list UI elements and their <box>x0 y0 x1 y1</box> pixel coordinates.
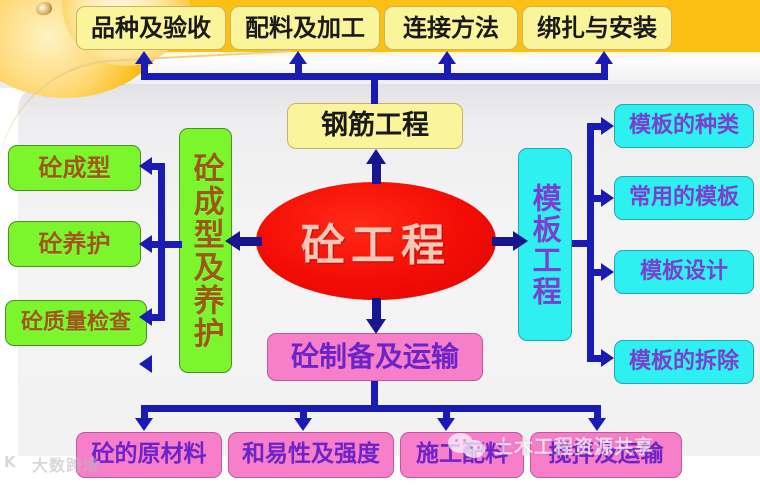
connector-bottom-drop-1 <box>141 405 148 419</box>
node-left-child-1[interactable]: 砼成型 <box>8 145 141 191</box>
arrow-top-4-icon <box>595 51 613 64</box>
connector-center-left <box>238 237 262 246</box>
node-top-hub[interactable]: 钢筋工程 <box>287 103 463 149</box>
node-bottom-hub[interactable]: 砼制备及运输 <box>267 333 483 381</box>
node-left-child-2[interactable]: 砼养护 <box>8 221 141 267</box>
node-right-child-4[interactable]: 模板的拆除 <box>614 340 754 384</box>
connector-center-down <box>372 298 381 320</box>
connector-right-stem <box>572 240 594 247</box>
connector-left-stem <box>158 241 182 248</box>
node-bottom-child-1[interactable]: 砼的原材料 <box>76 432 222 478</box>
node-top-child-2[interactable]: 配料及加工 <box>230 6 380 50</box>
arrow-center-left-icon <box>225 231 240 251</box>
node-right-child-1[interactable]: 模板的种类 <box>614 104 754 148</box>
arrow-center-down-icon <box>366 319 386 334</box>
connector-center-up <box>372 160 381 184</box>
arrow-top-3-icon <box>438 51 456 64</box>
connector-top-riser-3 <box>444 62 451 76</box>
connector-right-run-2 <box>587 195 603 202</box>
arrow-left-3-icon <box>139 308 152 326</box>
connector-bottom-drop-2 <box>300 405 307 419</box>
arrow-right-1-icon <box>601 117 614 135</box>
connector-center-right <box>492 237 514 246</box>
node-top-child-1[interactable]: 品种及验收 <box>76 6 226 50</box>
arrow-top-1-icon <box>135 51 153 64</box>
connector-top-bus <box>141 73 608 80</box>
connector-right-run-1 <box>587 123 603 130</box>
connector-bottom-bus <box>141 405 601 412</box>
connector-left-run-1 <box>152 163 165 170</box>
connector-top-riser-4 <box>601 62 608 76</box>
connector-top-riser-2 <box>295 62 302 76</box>
node-top-child-3[interactable]: 连接方法 <box>384 6 518 50</box>
connector-bottom-stem <box>371 381 378 408</box>
connector-right-run-3 <box>587 269 603 276</box>
connector-left-run-3 <box>152 314 165 321</box>
arrow-left-2-icon <box>139 235 152 253</box>
arrow-bottom-4-icon <box>588 418 606 431</box>
arrow-bottom-1-icon <box>135 418 153 431</box>
connector-top-riser-1 <box>141 62 148 76</box>
node-bottom-child-2[interactable]: 和易性及强度 <box>228 432 394 478</box>
arrow-right-3-icon <box>601 263 614 281</box>
connector-left-run-2 <box>152 241 165 248</box>
arrow-left-1-icon <box>139 157 152 175</box>
node-right-child-2[interactable]: 常用的模板 <box>614 176 754 220</box>
node-left-hub[interactable]: 砼成型及养护 <box>179 128 232 373</box>
node-right-child-3[interactable]: 模板设计 <box>614 250 754 294</box>
arrow-right-2-icon <box>601 189 614 207</box>
arrow-top-2-icon <box>289 51 307 64</box>
top-band-edge <box>0 52 760 58</box>
arrow-bottom-3-icon <box>437 418 455 431</box>
arrow-left-4-icon <box>139 355 152 373</box>
node-bottom-child-3[interactable]: 施工配料 <box>400 432 524 478</box>
connector-bottom-drop-3 <box>443 405 450 419</box>
connector-right-run-4 <box>587 355 603 362</box>
connector-right-bus <box>587 123 594 362</box>
node-center[interactable]: 砼工程 <box>256 182 496 300</box>
node-left-child-3[interactable]: 砼质量检查 <box>5 300 147 346</box>
connector-top-stem <box>371 73 378 104</box>
arrow-center-up-icon <box>366 149 386 164</box>
arrow-bottom-2-icon <box>294 418 312 431</box>
arrow-right-4-icon <box>601 349 614 367</box>
node-top-child-4[interactable]: 绑扎与安装 <box>522 6 672 50</box>
connector-bottom-drop-4 <box>594 405 601 419</box>
node-bottom-child-4[interactable]: 搅拌及运输 <box>530 432 682 478</box>
arrow-center-right-icon <box>513 231 528 251</box>
